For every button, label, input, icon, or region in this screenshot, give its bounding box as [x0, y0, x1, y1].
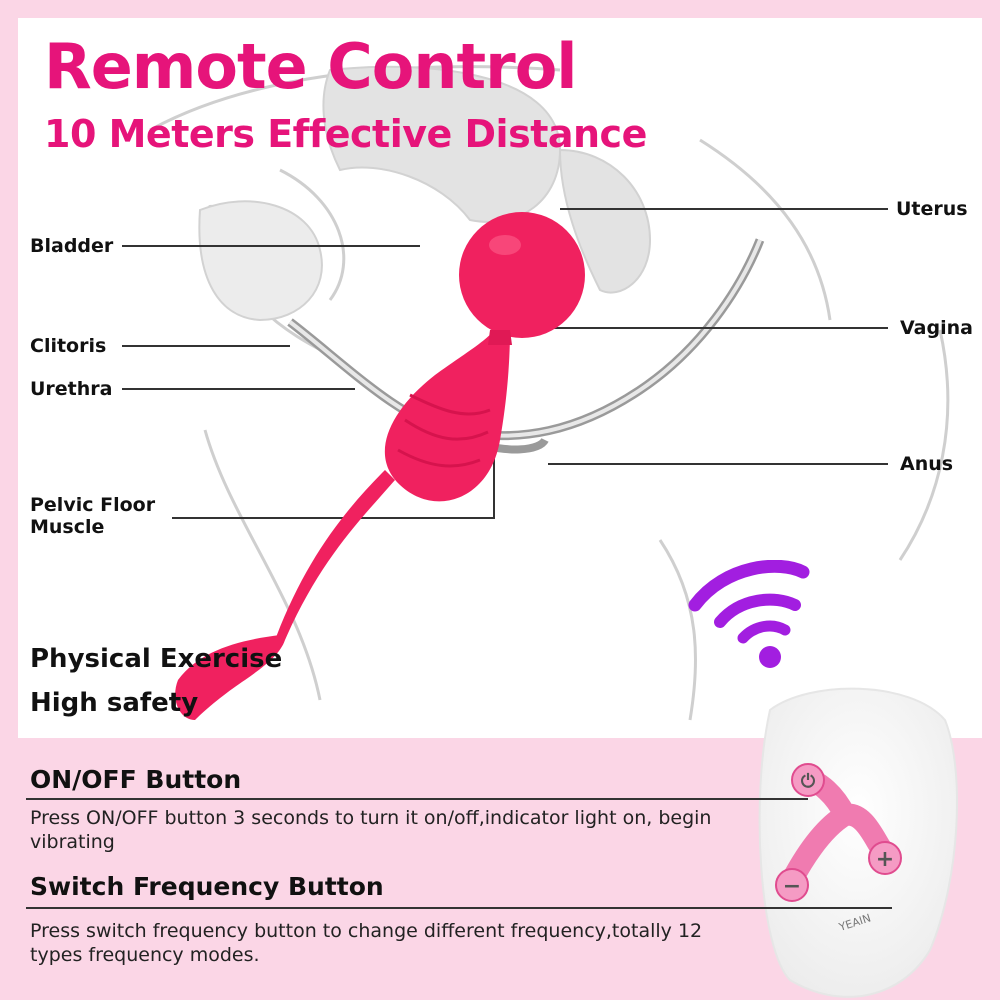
switch-frequency-description: Press switch frequency button to change … — [30, 920, 703, 966]
feature-high-safety: High safety — [30, 688, 199, 718]
on-off-description: Press ON/OFF button 3 seconds to turn it… — [30, 807, 712, 853]
kegel-ball-product — [175, 212, 585, 720]
label-vagina: Vagina — [900, 317, 973, 339]
wifi-icon — [688, 560, 810, 668]
switch-frequency-title: Switch Frequency Button — [30, 872, 384, 901]
feature-physical-exercise: Physical Exercise — [30, 644, 283, 674]
plus-icon: + — [876, 847, 894, 872]
on-off-title: ON/OFF Button — [30, 765, 242, 794]
label-urethra: Urethra — [30, 378, 113, 400]
label-bladder: Bladder — [30, 235, 114, 257]
label-anus: Anus — [900, 453, 954, 475]
label-pelvic-floor-muscle: Pelvic Floor Muscle — [30, 494, 156, 538]
minus-button[interactable]: − — [775, 868, 809, 902]
page-subtitle: 10 Meters Effective Distance — [44, 112, 647, 156]
page-title: Remote Control — [44, 30, 578, 103]
label-clitoris: Clitoris — [30, 335, 107, 357]
power-icon: ⏻ — [801, 771, 816, 792]
switch-frequency-leader-line — [26, 907, 892, 909]
on-off-leader-line — [26, 798, 808, 800]
minus-icon: − — [783, 874, 801, 899]
label-uterus: Uterus — [896, 198, 968, 220]
plus-button[interactable]: + — [868, 841, 902, 875]
power-button[interactable]: ⏻ — [791, 763, 825, 797]
remote-control: ⏻ + − YEAIN — [758, 687, 958, 998]
